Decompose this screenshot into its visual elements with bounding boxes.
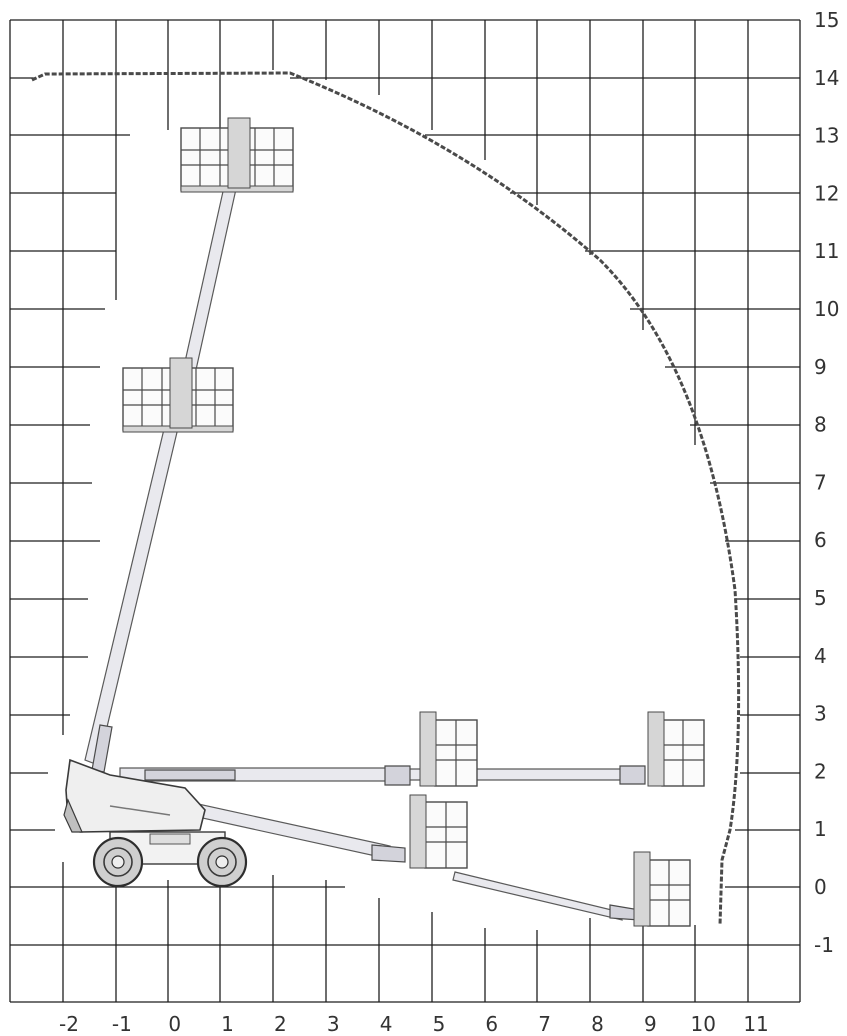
x-tick-label: -1 [112, 1012, 132, 1036]
y-tick-label: 7 [814, 470, 827, 494]
y-tick-label: 14 [814, 66, 839, 90]
y-tick-label: 6 [814, 528, 827, 552]
x-tick-label: 8 [591, 1012, 604, 1036]
aerial-work-platform-diagram [63, 117, 705, 927]
x-tick-label: 0 [168, 1012, 181, 1036]
x-axis-tick-labels: -2 -1 0 1 2 3 4 5 6 7 8 9 10 11 [59, 1012, 769, 1036]
x-tick-label: 1 [221, 1012, 234, 1036]
counterweight [63, 798, 83, 833]
machine-chassis [63, 758, 248, 888]
y-tick-label: 12 [814, 181, 839, 205]
y-tick-label: 5 [814, 586, 827, 610]
boom-lift-basket-icon [647, 711, 705, 787]
y-tick-label: 10 [814, 297, 839, 321]
boom-horizontal [119, 765, 646, 786]
x-tick-label: 10 [690, 1012, 715, 1036]
x-tick-label: 5 [433, 1012, 446, 1036]
working-envelope-curve [31, 71, 741, 926]
x-tick-label: 4 [380, 1012, 393, 1036]
x-tick-label: 6 [485, 1012, 498, 1036]
y-tick-label: 1 [814, 817, 827, 841]
wheel-icon [103, 847, 133, 877]
y-tick-label: 8 [814, 413, 827, 437]
y-tick-label: 0 [814, 875, 827, 899]
wheel-icon [111, 855, 125, 869]
wheel-icon [207, 847, 237, 877]
boom-lift-basket-icon [409, 794, 468, 869]
boom-mid-reach [174, 799, 406, 863]
y-tick-label: 4 [814, 644, 827, 668]
y-tick-label: 3 [814, 702, 827, 726]
boom-lift-basket-icon [419, 711, 478, 787]
x-tick-label: 7 [538, 1012, 551, 1036]
y-tick-label: 9 [814, 355, 827, 379]
y-tick-label: -1 [814, 933, 834, 957]
boom-low-reach [452, 871, 641, 921]
boom-lift-basket-icon [633, 851, 691, 927]
x-tick-label: 3 [327, 1012, 340, 1036]
x-tick-label: 11 [743, 1012, 768, 1036]
boom-lift-basket-icon [122, 357, 234, 433]
turret [65, 758, 206, 833]
y-tick-label: 2 [814, 759, 827, 783]
wheel-icon [215, 855, 229, 869]
y-tick-label: 13 [814, 124, 839, 148]
x-tick-label: 2 [274, 1012, 287, 1036]
y-tick-label: 11 [814, 239, 839, 263]
turret-stripe [109, 805, 171, 816]
x-tick-label: 9 [644, 1012, 657, 1036]
x-tick-label: -2 [59, 1012, 79, 1036]
boom-lift-basket-icon [180, 117, 294, 193]
grid [9, 19, 801, 1003]
boom-vertical-mid [84, 424, 179, 766]
chassis-step [149, 833, 191, 845]
y-tick-label: 15 [814, 8, 839, 32]
